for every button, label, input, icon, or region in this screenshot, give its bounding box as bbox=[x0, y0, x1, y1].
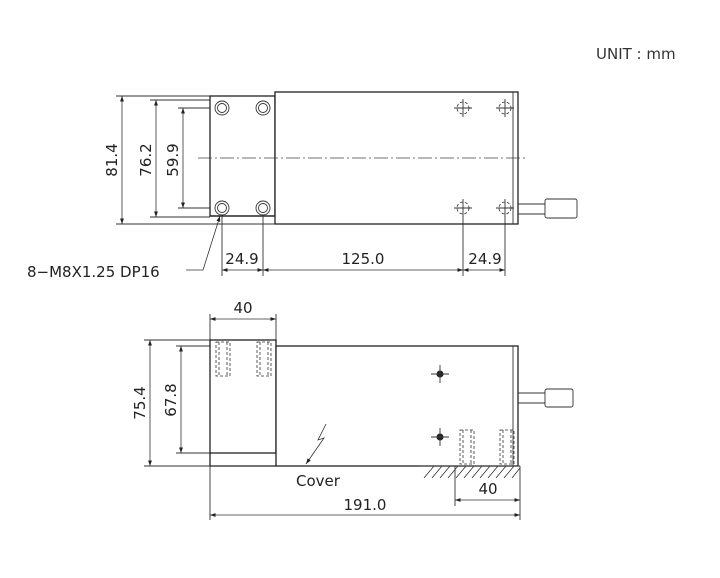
mount-hole-hidden bbox=[496, 199, 514, 217]
center-mark bbox=[431, 365, 449, 383]
dim-height-inner: 59.9 bbox=[164, 143, 182, 176]
dim-total-length: 191.0 bbox=[344, 496, 387, 514]
center-mark bbox=[431, 428, 449, 446]
dim-center-span: 125.0 bbox=[342, 250, 385, 268]
mount-hole bbox=[214, 200, 230, 216]
dim-right-span: 24.9 bbox=[468, 250, 501, 268]
thread-callout-leader bbox=[186, 215, 221, 271]
top-flange-block bbox=[209, 95, 276, 217]
threaded-hole-hidden bbox=[215, 341, 231, 377]
cover-leader bbox=[305, 423, 327, 465]
side-main-body bbox=[275, 345, 519, 467]
threaded-hole-hidden bbox=[499, 429, 515, 465]
threaded-hole-hidden bbox=[256, 341, 272, 377]
dim-height-outer: 75.4 bbox=[131, 386, 149, 419]
mount-hole bbox=[255, 100, 271, 116]
dim-height-outer: 81.4 bbox=[103, 143, 121, 176]
mount-hole-hidden bbox=[496, 99, 514, 117]
dim-bottom-right: 40 bbox=[478, 480, 497, 498]
dim-top-width: 40 bbox=[233, 299, 252, 317]
dim-height-inner: 67.8 bbox=[162, 383, 180, 416]
threaded-hole-hidden bbox=[459, 429, 475, 465]
side-cable-connector bbox=[518, 388, 574, 408]
thread-callout: 8−M8X1.25 DP16 bbox=[27, 263, 160, 281]
unit-label: UNIT : mm bbox=[596, 45, 676, 63]
top-view: 81.4 76.2 59.9 24.9 125.0 24.9 8−M8X1.25… bbox=[27, 91, 578, 281]
mount-hole bbox=[255, 200, 271, 216]
mounting-surface-hatch bbox=[420, 465, 521, 479]
dim-left-span: 24.9 bbox=[225, 250, 258, 268]
mount-hole-hidden bbox=[454, 199, 472, 217]
side-flange-block bbox=[209, 339, 277, 454]
mount-hole-hidden bbox=[454, 99, 472, 117]
mount-hole bbox=[214, 100, 230, 116]
top-cable-connector bbox=[518, 198, 578, 219]
side-view: 40 bbox=[131, 299, 574, 520]
dim-height-mid: 76.2 bbox=[137, 143, 155, 176]
cover-label: Cover bbox=[296, 472, 341, 490]
